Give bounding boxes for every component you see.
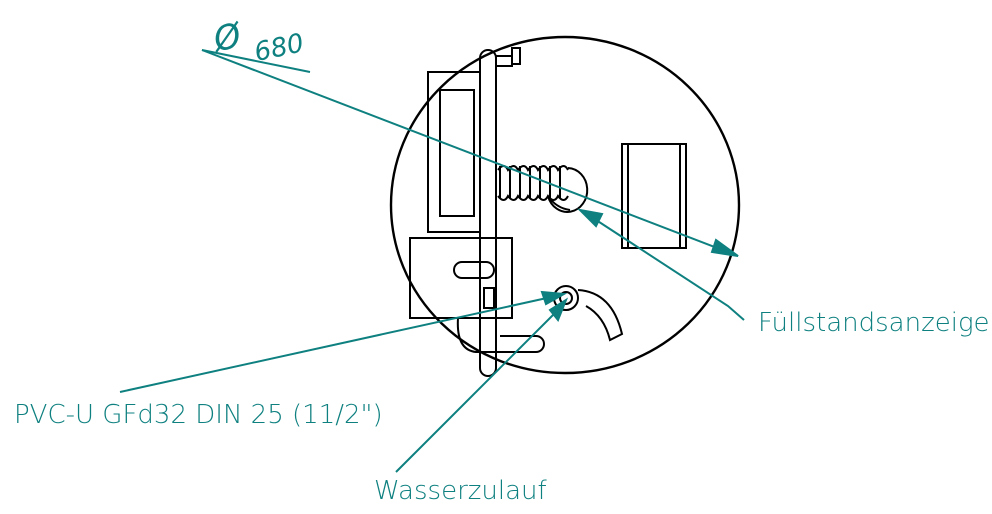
tank-circle — [389, 35, 741, 375]
float-ball — [547, 167, 589, 213]
tank-outline — [389, 35, 741, 375]
dimension-lines — [119, 49, 745, 473]
pvc-leader — [119, 295, 557, 393]
level-gauge — [621, 143, 687, 249]
vertical-rod — [479, 49, 497, 377]
diameter-arrow — [710, 238, 739, 257]
diameter-underline — [201, 49, 311, 73]
water-inlet-label: Wasserzulauf — [374, 476, 547, 506]
lower-slot — [453, 261, 495, 279]
rod-cap — [511, 47, 521, 65]
pipe-spec-label: PVC-U GFd32 DIN 25 (11/2") — [14, 400, 383, 430]
back-plate — [427, 71, 481, 233]
rod-top-fitting — [495, 55, 513, 67]
water-arrow — [548, 297, 569, 322]
water-leader — [395, 305, 563, 473]
lower-housing — [409, 237, 513, 319]
float-spring — [497, 165, 569, 201]
pvc-arrow — [540, 290, 568, 306]
fill-leader — [589, 215, 745, 321]
inlet-elbow — [577, 289, 624, 342]
bolt — [483, 287, 495, 309]
diameter-line — [201, 49, 739, 257]
inlet-inner — [559, 291, 573, 305]
fill-arrow — [577, 208, 604, 228]
mounting-assembly — [409, 47, 687, 377]
bottom-bracket — [456, 317, 545, 353]
fill-indicator-label: Füllstandsanzeige — [758, 308, 990, 338]
back-plate-inner — [439, 89, 475, 217]
